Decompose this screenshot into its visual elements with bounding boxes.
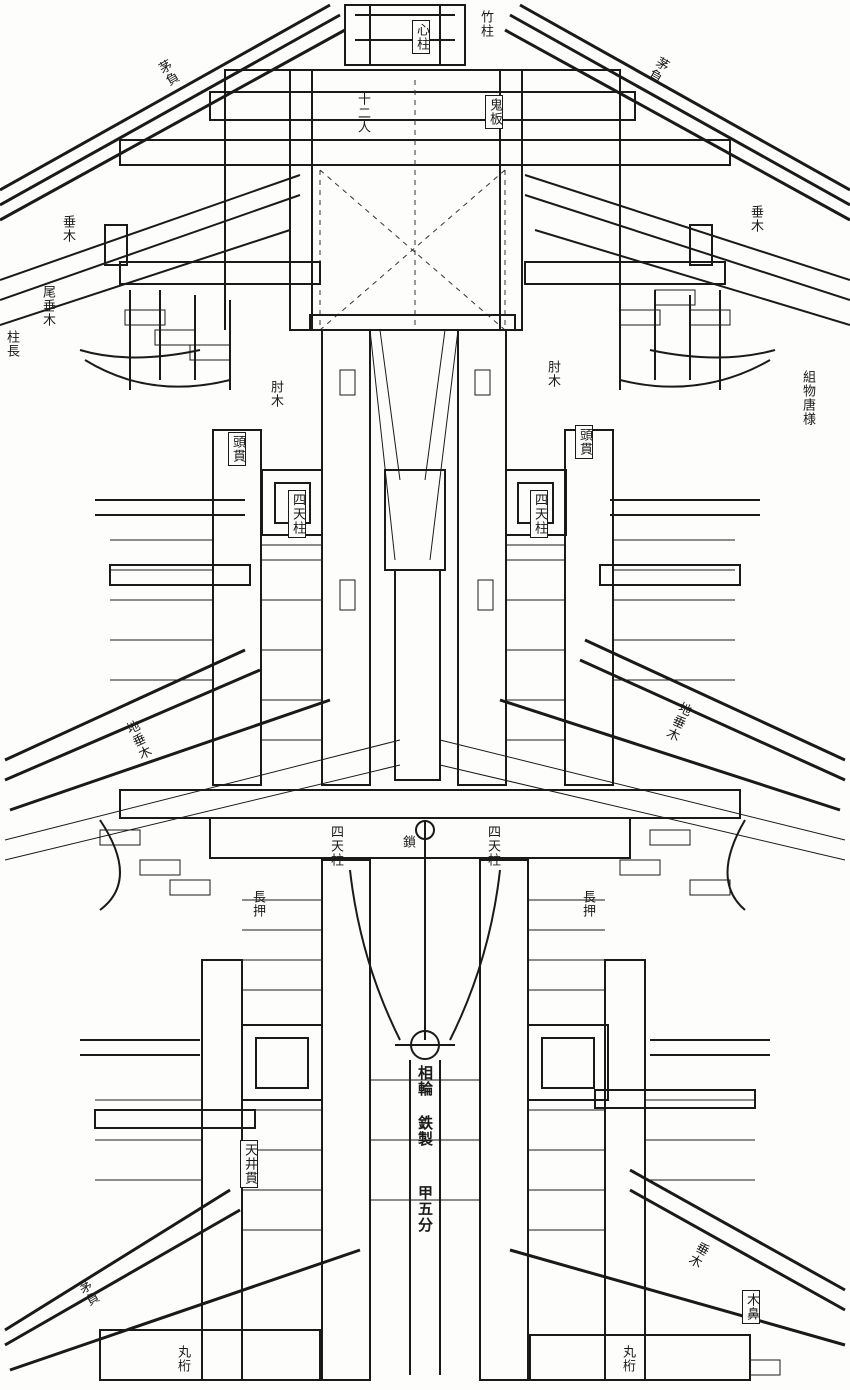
top-roof xyxy=(0,3,850,222)
label-center-lower-text3: 甲五分 xyxy=(416,1185,434,1233)
label-right-lower-beam: 長押 xyxy=(580,890,595,918)
label-right-top-post: 竹柱 xyxy=(478,10,493,38)
label-upper-left-rafter: 垂木 xyxy=(60,215,75,243)
second-storey xyxy=(95,429,760,786)
bottom-rafters xyxy=(4,1168,846,1381)
label-left-lower-note: 天井貫 xyxy=(240,1140,258,1188)
chains xyxy=(349,820,501,1375)
label-right-kashira: 頭貫 xyxy=(575,425,593,459)
label-bottom-left-beam: 丸桁 xyxy=(175,1345,190,1373)
label-left-lower-beam: 長押 xyxy=(250,890,265,918)
label-right-hijiki: 肘木 xyxy=(545,360,560,388)
label-upper-right-rafter: 垂木 xyxy=(748,205,763,233)
label-right-lower-post: 四天柱 xyxy=(485,825,500,867)
label-left-margin-note: 柱長 xyxy=(4,330,19,358)
label-right-note-block: 組物唐様 xyxy=(800,370,815,426)
label-left-lower-post: 四天柱 xyxy=(328,825,343,867)
label-bottom-right-box: 木鼻 xyxy=(742,1290,760,1324)
label-left-note-upper: 尾垂木 xyxy=(40,285,55,327)
label-left-kashira: 頭貫 xyxy=(228,432,246,466)
label-center-upper-post-left: 四天柱 xyxy=(288,490,306,538)
label-crossbeam-center: 十二人 xyxy=(355,92,370,134)
middle-beam xyxy=(99,789,746,911)
upper-beams xyxy=(104,69,731,331)
upper-rafters xyxy=(0,174,850,326)
label-left-hijiki: 肘木 xyxy=(268,380,283,408)
label-bottom-right-beam: 丸桁 xyxy=(620,1345,635,1373)
label-center-lower-text1: 相輪 xyxy=(416,1065,434,1097)
label-center-chain-note: 鎖 xyxy=(400,835,415,849)
label-center-lower-text2: 鉄製 xyxy=(416,1115,434,1147)
label-crossbeam-right: 鬼板 xyxy=(485,95,503,129)
label-center-upper-post-right: 四天柱 xyxy=(530,490,548,538)
upper-brackets xyxy=(79,289,776,390)
central-shaft xyxy=(321,329,507,786)
label-center-top-post: 心柱 xyxy=(412,20,430,54)
